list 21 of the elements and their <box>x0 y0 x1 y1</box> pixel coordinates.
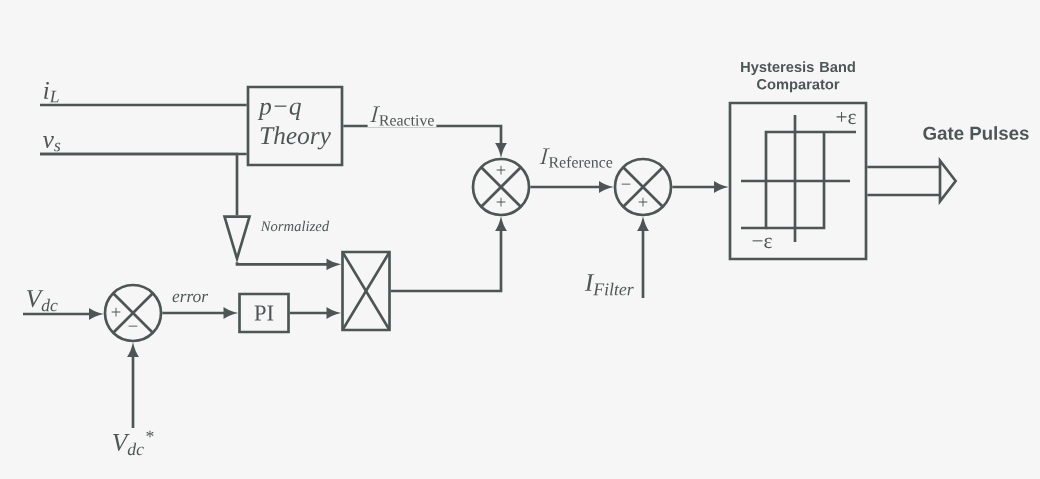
controller-box: PI <box>238 292 290 334</box>
signal-label: v$_{s}$ <box>43 136 61 152</box>
edge-label: $I_{\mathrm{Reference}}$ <box>537 147 615 169</box>
multiplier-box <box>341 250 391 332</box>
threshold-label: −ε <box>752 237 772 249</box>
signal-label: I$_{Filter}$ <box>584 274 634 296</box>
arrow <box>289 308 338 318</box>
signal-label: V$_{dc}$ <box>27 290 58 312</box>
summing-junction: + + <box>471 157 531 217</box>
process-box: p−q Theory <box>246 85 344 167</box>
signal-label: V$_{dc}$* <box>113 430 154 456</box>
threshold-label: +ε <box>836 111 856 125</box>
summing-junction: + − <box>103 283 163 343</box>
gain-label: Normalized <box>260 220 330 232</box>
arrow <box>162 308 235 318</box>
line <box>40 103 247 107</box>
edge-label: error <box>170 292 210 304</box>
line <box>40 152 239 216</box>
summing-junction: − + <box>613 157 673 217</box>
node-label: Hysteresis Band Comparator <box>741 61 855 93</box>
signal-label: i$_{L}$ <box>44 81 59 103</box>
